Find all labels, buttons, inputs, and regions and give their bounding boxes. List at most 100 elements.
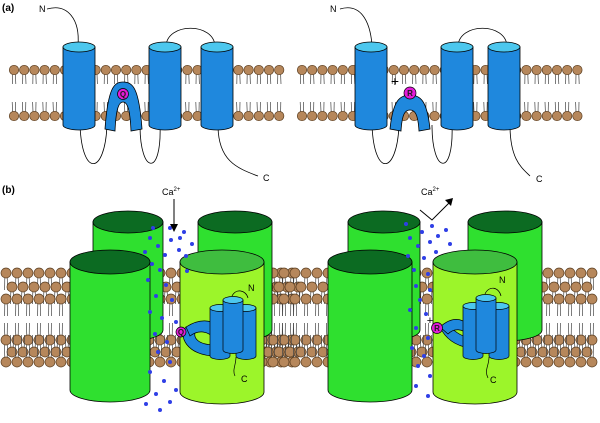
phospholipid [233,64,244,85]
phospholipid [0,322,12,346]
calcium-ion-dot [410,346,414,350]
phospholipid [541,101,552,122]
calcium-ion-dot [168,400,172,404]
phospholipid [564,293,576,317]
phospholipid [429,64,440,85]
calcium-ion-dot [146,278,150,282]
calcium-ion-dot [165,340,169,344]
phospholipid [243,64,254,85]
subunit-b-right: R + N C [427,275,510,385]
calcium-ions-right [404,222,452,398]
calcium-ion-dot [185,269,189,273]
c-terminus-label-a-left: C [263,173,270,183]
calcium-ion-dot [406,254,410,258]
phospholipid [542,293,554,317]
phospholipid [562,64,573,85]
calcium-ion-dot [434,250,438,254]
subunit-a-right: R + N C [330,4,543,184]
phospholipid [0,293,12,317]
calcium-ion-dot [158,268,162,272]
calcium-arrow-left [170,199,178,232]
phospholipid [419,64,430,85]
phospholipid [572,101,583,122]
calcium-ion-dot [168,360,172,364]
phospholipid [49,101,60,122]
calcium-ion-dot [422,256,426,260]
charge-label-a: + [391,73,399,89]
phospholipid [327,64,338,85]
phospholipid [22,293,34,317]
calcium-ion-dot [418,298,422,302]
calcium-ion-dot [436,234,440,238]
calcium-ion-dot [420,230,424,234]
calcium-ion-dot [428,374,432,378]
calcium-ion-dot [414,384,418,388]
calcium-ion-dot [154,294,158,298]
c-terminus-label-b-left: C [241,374,248,384]
c-terminus-label-a-right: C [536,174,543,184]
calcium-ion-dot [426,394,430,398]
phospholipid [409,64,420,85]
calcium-ion-dot [408,308,412,312]
calcium-ion-dot [404,222,408,226]
calcium-ion-dot [426,272,430,276]
calcium-ion-dot [151,226,155,230]
phospholipid [278,293,290,317]
calcium-ion-dot [164,283,168,287]
calcium-ion-dot [416,364,420,368]
subunit-a-left: Q N C [39,4,270,183]
calcium-ion-dot [444,228,448,232]
calcium-symbol-right: Ca [421,187,433,197]
phospholipid [317,64,328,85]
phospholipid [289,293,301,317]
phospholipid [521,64,532,85]
calcium-ion-dot [158,408,162,412]
calcium-charge-left: 2+ [174,187,181,193]
calcium-ion-dot [148,310,152,314]
phospholipid [296,64,308,85]
calcium-ion-dot [168,226,172,230]
calcium-ion-dot [178,236,182,240]
panel-a-label: (a) [2,3,14,14]
subunit-b-left: Q N C [175,283,257,384]
calcium-ion-dot [190,242,194,246]
calcium-ion-dot [144,402,148,406]
phospholipid [19,101,30,122]
calcium-ion-dot [408,236,412,240]
phospholipid [553,293,565,317]
phospholipid [110,64,122,85]
calcium-ion-dot [154,392,158,396]
phospholipid [562,101,573,122]
calcium-ion-dot [174,320,178,324]
phospholipid [44,293,56,317]
phospholipid [253,101,264,122]
n-terminus-label-b-left: N [248,283,255,293]
phospholipid [337,64,348,85]
calcium-ion-dot [162,379,166,383]
phospholipid [296,101,308,122]
phospholipid [572,64,583,85]
phospholipid [29,64,40,85]
phospholipid [317,101,328,122]
phospholipid [541,64,552,85]
charge-label-b: + [427,315,433,327]
phospholipid [100,64,111,85]
calcium-ion-dot [160,316,164,320]
phospholipid [263,64,275,85]
phospholipid [29,101,40,122]
phospholipid [182,64,193,85]
phospholipid [121,64,132,85]
phospholipid [429,101,440,122]
phospholipid [131,64,142,85]
phospholipid [327,101,338,122]
phospholipid [243,101,254,122]
svg-text:Ca2+: Ca2+ [421,187,440,197]
calcium-ion-dot [424,312,428,316]
calcium-ion-dot [448,242,452,246]
calcium-ion-dot [156,350,160,354]
phospholipid [551,64,563,85]
calcium-ion-dot [170,298,174,302]
phospholipid [39,64,50,85]
calcium-charge-right: 2+ [433,187,440,193]
calcium-ion-dot [163,253,167,257]
